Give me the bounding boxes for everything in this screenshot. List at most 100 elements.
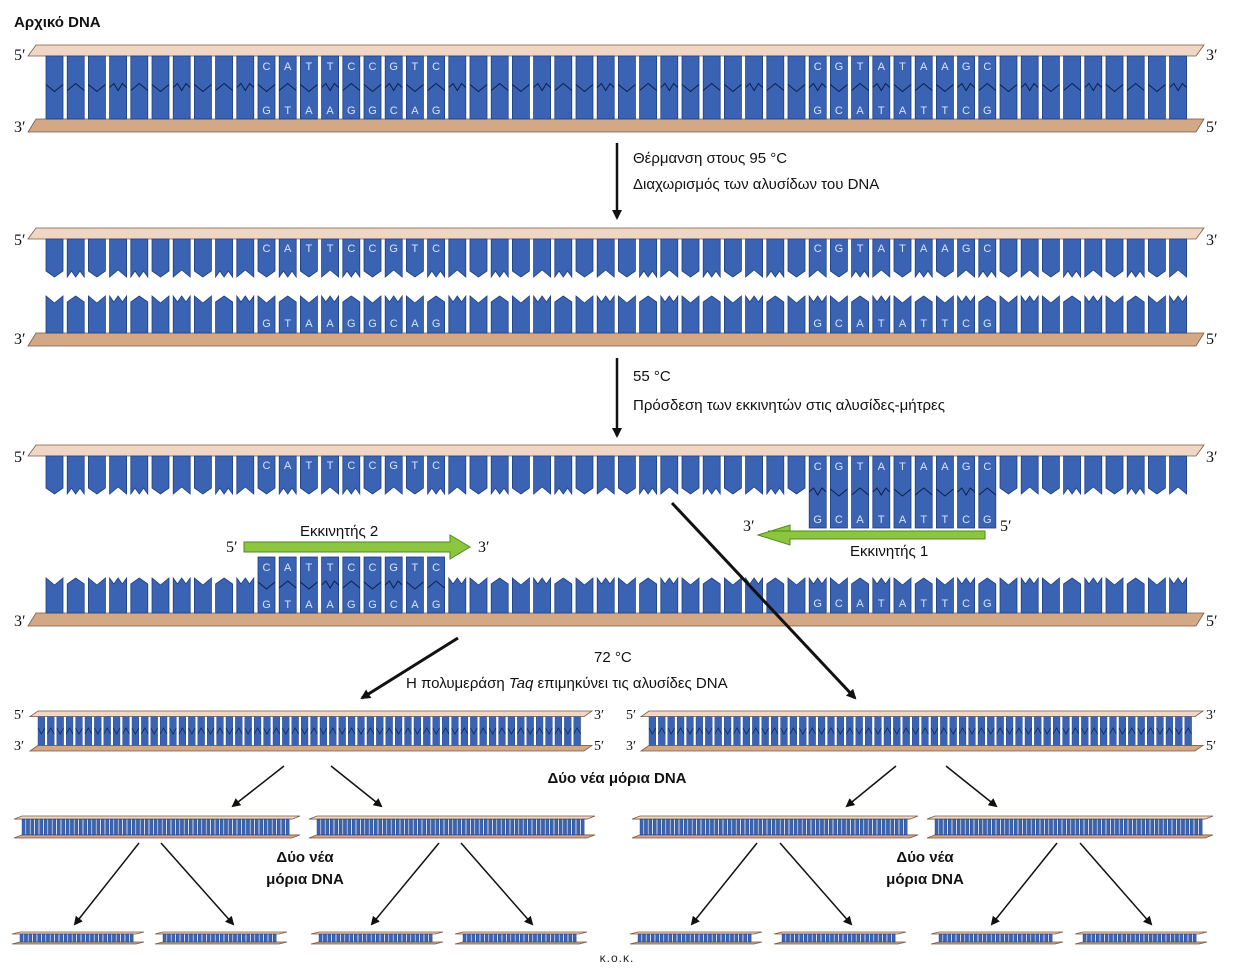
five-prime-label: 5′ (14, 708, 24, 723)
base-pair (52, 818, 57, 836)
base-pair (734, 933, 739, 943)
nucleotide-base (45, 238, 64, 278)
hydrogen-bond (172, 82, 191, 92)
two-new-molecules-label: Δύο νέα (896, 849, 954, 866)
base-pair (808, 933, 812, 943)
base-pair (1014, 818, 1018, 836)
base-pair (558, 818, 563, 836)
base-letter: A (856, 318, 864, 330)
hydrogen-bond (902, 727, 910, 735)
base-pair (420, 933, 424, 943)
base-pair (402, 933, 406, 943)
generation-arrow (231, 765, 285, 808)
hydrogen-bond (460, 727, 469, 735)
three-prime-label: 3′ (1206, 47, 1218, 64)
backbone (631, 834, 919, 839)
base-pair (112, 933, 116, 943)
backbone (773, 941, 907, 945)
base-pair (520, 933, 524, 943)
base-letter: C (962, 598, 970, 610)
base-letter: A (920, 61, 928, 73)
base-pair (321, 818, 325, 836)
hydrogen-bond (639, 82, 657, 91)
base-pair (385, 716, 393, 746)
base-pair (136, 818, 140, 836)
base-pair (996, 818, 1000, 836)
base-pair (1132, 818, 1137, 836)
base-letter: A (284, 61, 292, 73)
base-pair (400, 818, 404, 836)
base-pair (340, 933, 345, 943)
nucleotide-base (130, 577, 149, 614)
base-pair (1137, 818, 1141, 836)
base-letter: A (941, 61, 949, 73)
base-pair (1031, 933, 1035, 943)
hydrogen-bond (745, 82, 763, 92)
base-pair (197, 818, 202, 836)
nucleotide-base (1063, 295, 1081, 334)
hydrogen-bond (490, 82, 509, 91)
base-pair (166, 818, 171, 836)
nucleotide-base (469, 455, 488, 495)
base-letter: G (347, 105, 356, 117)
base-letter: G (432, 318, 441, 330)
nucleotide-base (893, 238, 912, 278)
base-letter: C (390, 105, 398, 117)
base-pair (1095, 933, 1100, 943)
base-pair (1022, 818, 1027, 836)
anneal-temperature: 55 °C (633, 368, 671, 385)
nucleotide-base (936, 577, 954, 614)
nucleotide-base (448, 455, 467, 495)
hydrogen-bond (533, 82, 551, 92)
hydrogen-bond (733, 727, 741, 735)
hydrogen-bond (235, 727, 243, 735)
base-pair (742, 716, 750, 746)
base-pair (745, 55, 763, 120)
base-pair (510, 818, 514, 836)
hydrogen-bond (999, 84, 1018, 93)
base-pair (228, 933, 233, 943)
base-pair (1063, 55, 1081, 120)
nucleotide-base (596, 455, 615, 495)
hydrogen-bond (319, 727, 328, 735)
base-pair (761, 716, 769, 746)
nucleotide-base (872, 238, 891, 278)
hydrogen-bond (893, 727, 901, 735)
primer-1-five-prime: 5′ (1000, 518, 1012, 535)
base-pair (795, 933, 799, 943)
nucleotide-base (215, 577, 234, 614)
base-pair (180, 818, 184, 836)
base-pair (480, 933, 484, 943)
base-pair (564, 716, 572, 746)
nucleotide-base (1126, 238, 1145, 279)
base-pair (648, 716, 656, 746)
base-pair (1015, 716, 1023, 746)
backbone (27, 444, 1205, 457)
base-pair (1020, 55, 1039, 120)
primer-2-five-prime: 5′ (226, 539, 238, 556)
hydrogen-bond (88, 84, 106, 93)
hydrogen-bond (1126, 82, 1145, 91)
nucleotide-base (851, 238, 869, 279)
hydrogen-bond (846, 727, 854, 735)
base-pair (479, 716, 487, 746)
base-pair (197, 716, 205, 746)
base-letter: A (326, 318, 334, 330)
five-prime-label: 5′ (626, 708, 636, 723)
nucleotide-base (1169, 238, 1187, 278)
hydrogen-bond (1071, 727, 1080, 735)
hydrogen-bond (130, 82, 149, 91)
base-pair (670, 818, 675, 836)
hydrogen-bond (215, 82, 233, 91)
nucleotide-base (193, 238, 212, 278)
base-pair (830, 55, 848, 120)
nucleotide-base (702, 238, 721, 279)
base-pair (150, 716, 158, 746)
base-pair (874, 933, 878, 943)
base-pair (545, 716, 553, 746)
nucleotide-base (745, 455, 763, 495)
hydrogen-bond (112, 727, 121, 735)
base-pair (657, 818, 661, 836)
hydrogen-bond (236, 82, 255, 92)
hydrogen-bond (648, 727, 657, 735)
